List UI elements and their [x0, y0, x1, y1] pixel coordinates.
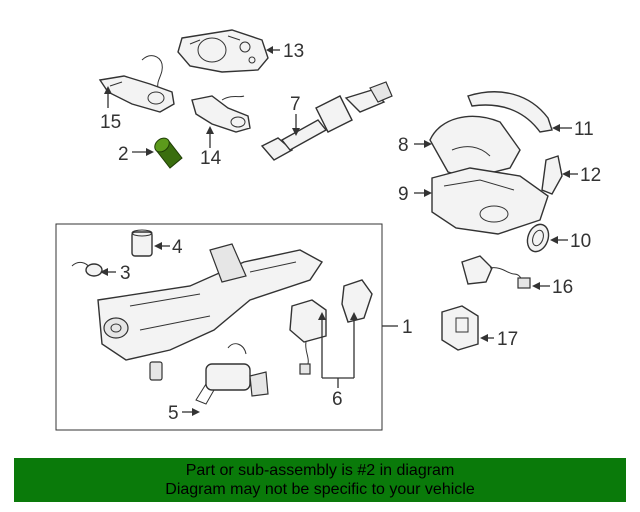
banner-line-1: Part or sub-assembly is #2 in diagram — [185, 462, 455, 479]
callout-12: 12 — [580, 165, 601, 186]
steering-column-body[interactable] — [97, 243, 324, 381]
arrow-14 — [206, 126, 214, 134]
callout-1: 1 — [402, 317, 413, 338]
part-16-sensor[interactable] — [461, 255, 531, 289]
part-17-switch-module[interactable] — [441, 305, 479, 351]
part-8-upper-cover[interactable] — [429, 115, 521, 179]
part-14-wiper-switch[interactable] — [191, 95, 251, 133]
part-15-turn-signal-switch[interactable] — [98, 55, 175, 113]
arrow-10 — [550, 236, 558, 244]
part-11-upper-trim[interactable] — [467, 91, 553, 133]
callout-4: 4 — [172, 237, 183, 258]
callout-5: 5 — [168, 403, 179, 424]
callout-15: 15 — [100, 112, 121, 133]
callout-2: 2 — [118, 144, 129, 165]
callout-16: 16 — [552, 277, 573, 298]
arrow-2 — [146, 148, 154, 156]
arrow-17 — [480, 334, 488, 342]
part-4-cylinder[interactable] — [131, 229, 153, 257]
part-3-switch[interactable] — [71, 261, 103, 277]
callout-9: 9 — [398, 184, 409, 205]
part-7-intermediate-shaft[interactable] — [260, 81, 393, 161]
arrow-15 — [104, 86, 112, 94]
part-13-switch-housing[interactable] — [177, 29, 269, 73]
part-9-lower-cover[interactable] — [431, 167, 549, 235]
assembly-box-1 — [55, 223, 383, 431]
arrow-9 — [424, 189, 432, 197]
parts-diagram: 13 15 14 2 7 11 — [55, 29, 601, 431]
part-6-switch-set[interactable] — [289, 279, 373, 375]
callout-11: 11 — [574, 119, 594, 140]
arrow-16 — [532, 282, 540, 290]
arrow-4 — [154, 242, 162, 250]
part-10-ring[interactable] — [524, 221, 552, 254]
callout-14: 14 — [200, 148, 222, 169]
arrow-5 — [192, 408, 200, 416]
arrow-6b — [350, 312, 358, 320]
arrow-12 — [562, 170, 570, 178]
callout-3: 3 — [120, 263, 131, 284]
arrow-6a — [318, 312, 326, 320]
arrow-13 — [266, 46, 273, 54]
arrow-7 — [292, 128, 300, 136]
part-12-bracket[interactable] — [541, 155, 563, 195]
callout-6: 6 — [332, 389, 343, 410]
arrow-3 — [100, 268, 108, 276]
part-2-lock-cylinder[interactable] — [152, 135, 183, 169]
banner-line-2: Diagram may not be specific to your vehi… — [165, 481, 475, 498]
arrow-11 — [552, 124, 560, 132]
info-banner: Part or sub-assembly is #2 in diagram Di… — [14, 458, 626, 502]
callout-8: 8 — [398, 135, 409, 156]
callout-17: 17 — [497, 329, 518, 350]
callout-13: 13 — [283, 41, 304, 62]
callout-10: 10 — [570, 231, 591, 252]
arrow-8 — [424, 140, 432, 148]
part-5-lock-actuator[interactable] — [195, 343, 269, 405]
callout-7: 7 — [290, 94, 301, 115]
